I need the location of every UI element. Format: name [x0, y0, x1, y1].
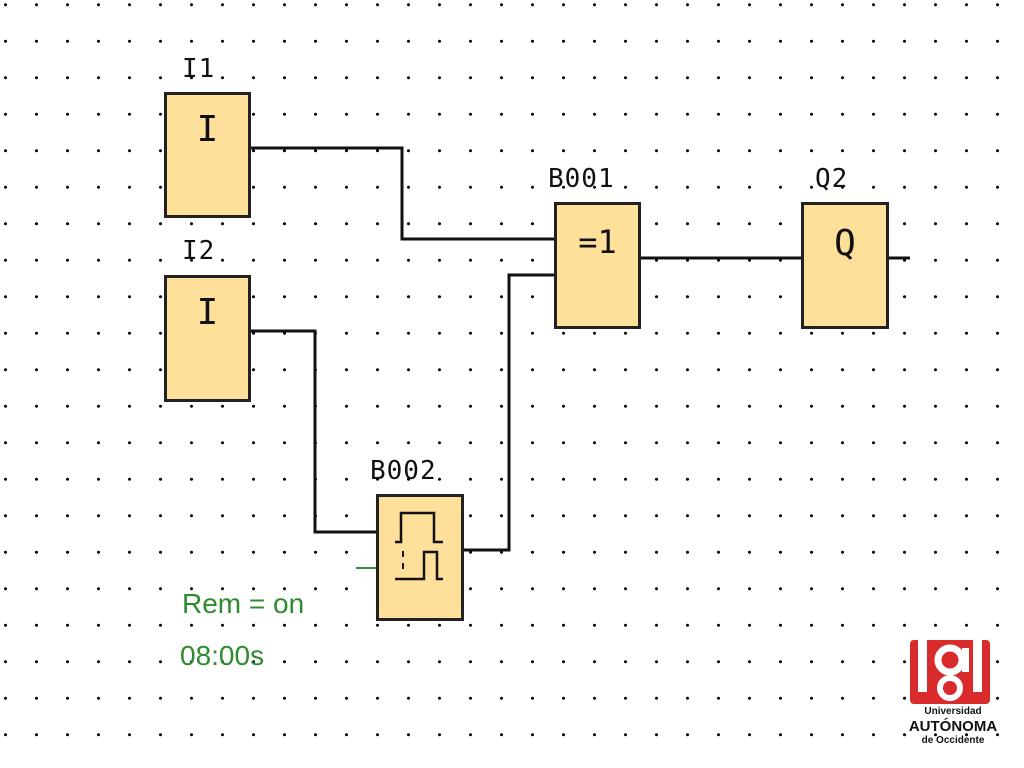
block-label-i2: I2 — [182, 236, 216, 266]
input-symbol: I — [196, 292, 219, 333]
timer-block-b002[interactable] — [376, 494, 464, 621]
remanence-parameter[interactable]: Rem = on — [182, 588, 305, 619]
xor-block-b001[interactable]: =1 — [554, 202, 641, 329]
pulse-timer-icon — [395, 511, 443, 581]
block-label-i1: I1 — [182, 54, 216, 84]
logo-line-2: AUTÓNOMA — [908, 718, 998, 735]
university-logo: Universidad AUTÓNOMA de Occidente — [898, 640, 1008, 750]
output-symbol: Q — [834, 223, 856, 264]
block-label-b002: B002 — [370, 456, 437, 486]
output-block-q2[interactable]: Q — [801, 202, 889, 329]
wire-i2-to-b002[interactable] — [249, 329, 378, 534]
wire-b002-to-b001[interactable] — [462, 273, 556, 552]
block-label-q2: Q2 — [815, 164, 849, 194]
logo-line-3: de Occidente — [921, 735, 985, 746]
time-parameter[interactable]: 08:00s — [180, 640, 265, 671]
input-block-i2[interactable]: I — [164, 275, 251, 402]
logo-line-1: Universidad — [924, 706, 982, 717]
university-logo-mark-icon — [910, 640, 990, 704]
xor-symbol: =1 — [578, 223, 617, 261]
input-block-i1[interactable]: I — [164, 92, 251, 218]
block-label-b001: B001 — [548, 164, 615, 194]
input-symbol: I — [196, 109, 219, 150]
wire-i1-to-b001[interactable] — [249, 146, 556, 241]
